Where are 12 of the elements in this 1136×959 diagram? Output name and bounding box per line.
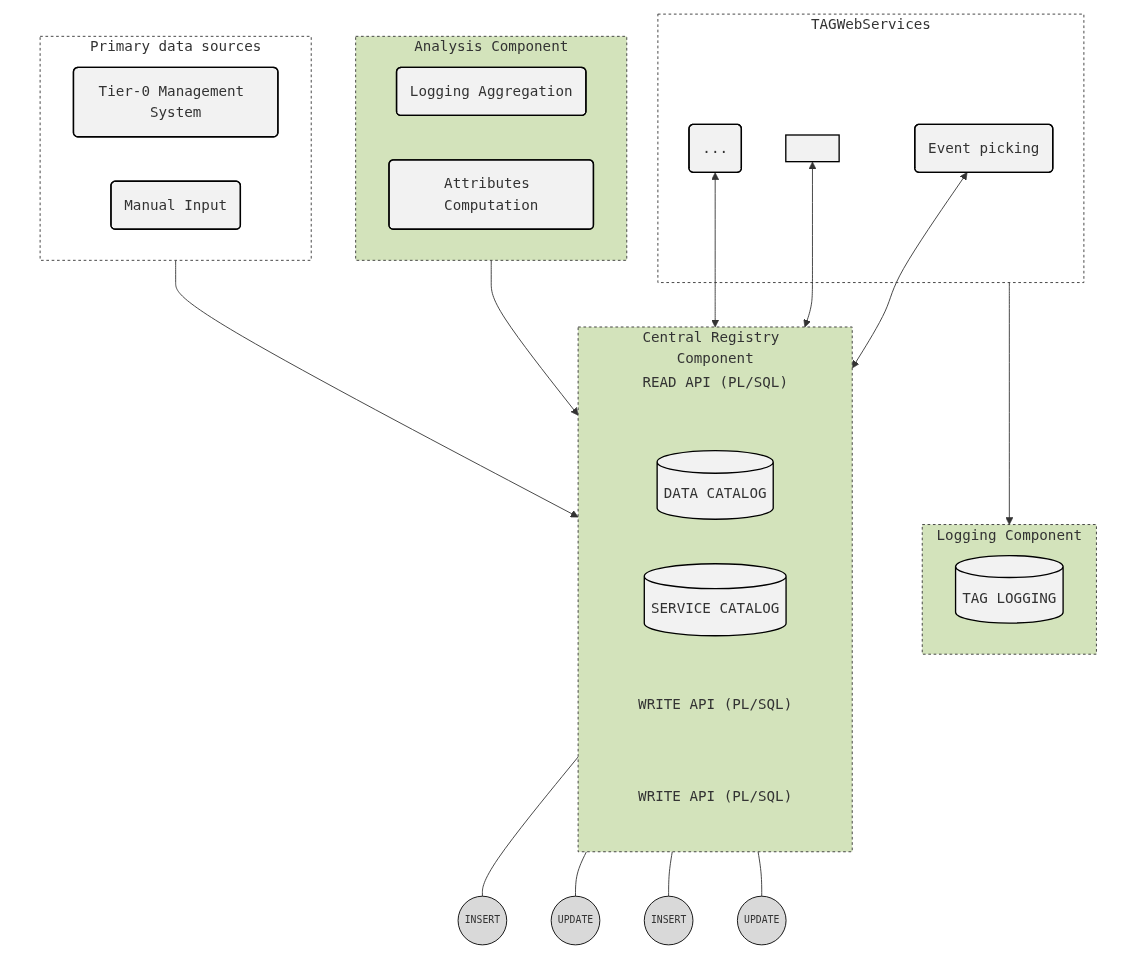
connector: [574, 851, 587, 897]
node-circle: INSERT: [643, 895, 694, 946]
connector: [757, 851, 762, 897]
node-circle: INSERT: [457, 895, 507, 946]
node-text: WRITE API (PL/SQL): [637, 787, 792, 805]
connector: [667, 851, 673, 897]
node-box: [784, 134, 840, 163]
node-text: READ API (PL/SQL): [642, 373, 788, 391]
connector: [481, 756, 579, 897]
node-text: WRITE API (PL/SQL): [637, 695, 792, 713]
node-circle: UPDATE: [736, 895, 787, 946]
node-circle: UPDATE: [550, 895, 600, 946]
